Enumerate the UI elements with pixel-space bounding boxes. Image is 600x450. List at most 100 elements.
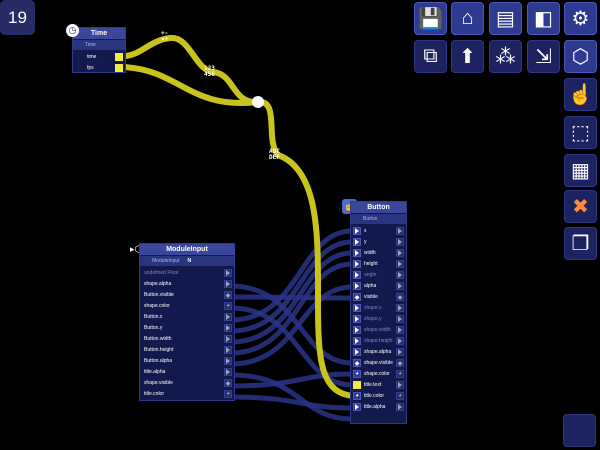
- port-label: shape.alpha: [364, 349, 392, 355]
- property-toggle[interactable]: [224, 335, 232, 343]
- input-port[interactable]: [353, 304, 361, 312]
- output-port[interactable]: [396, 326, 404, 334]
- input-port[interactable]: [353, 381, 361, 389]
- input-port[interactable]: [353, 260, 361, 268]
- input-port[interactable]: ◆: [353, 293, 361, 301]
- home-cube-button[interactable]: ⌂: [451, 2, 484, 35]
- module-node-title: ModuleInput: [140, 244, 234, 255]
- output-port[interactable]: ◕: [396, 392, 404, 400]
- property-toggle[interactable]: [224, 280, 232, 288]
- output-port[interactable]: [396, 348, 404, 356]
- home-cube-icon: ⌂: [461, 7, 474, 29]
- output-port[interactable]: ◕: [396, 370, 404, 378]
- time-node[interactable]: Time Time time fps: [72, 27, 126, 73]
- property-toggle[interactable]: [224, 357, 232, 365]
- output-port[interactable]: ◆: [396, 359, 404, 367]
- save-button[interactable]: 💾: [414, 2, 447, 35]
- output-port[interactable]: [396, 249, 404, 257]
- duplicate-cube-icon: ❐: [571, 233, 590, 255]
- output-port[interactable]: [396, 271, 404, 279]
- duplicate-cube-button[interactable]: ❐: [564, 227, 597, 260]
- grid-select-icon: ▦: [571, 160, 590, 182]
- input-port[interactable]: [353, 227, 361, 235]
- port-label: shape.color: [144, 303, 170, 309]
- port-label: width: [364, 250, 376, 256]
- layers-button[interactable]: ▤: [489, 2, 522, 35]
- input-port[interactable]: ◕: [353, 392, 361, 400]
- hand-pointer-button[interactable]: ☝: [564, 78, 597, 111]
- time-node-title: Time: [73, 28, 125, 39]
- fps-output-port[interactable]: [115, 64, 123, 72]
- output-port[interactable]: [396, 337, 404, 345]
- property-toggle[interactable]: ◕: [224, 390, 232, 398]
- grid-select-button[interactable]: ▦: [564, 154, 597, 187]
- input-port[interactable]: ◕: [353, 370, 361, 378]
- input-port[interactable]: [353, 282, 361, 290]
- wire-button-y: [230, 239, 353, 334]
- delete-cube-button[interactable]: ✖: [564, 190, 597, 223]
- output-port[interactable]: [396, 238, 404, 246]
- port-row: Button.visible◆: [140, 290, 234, 300]
- property-toggle[interactable]: ◆: [224, 379, 232, 387]
- port-label: title.alpha: [144, 369, 166, 375]
- cube-arrow-button[interactable]: ⇲: [527, 40, 560, 73]
- port-row: title.alpha: [351, 402, 406, 412]
- port-label: shape.visible: [364, 360, 393, 366]
- input-port[interactable]: [353, 249, 361, 257]
- module-input-node[interactable]: ModuleInput ModuleInput N undefined Floa…: [139, 243, 235, 401]
- output-port[interactable]: [396, 227, 404, 235]
- cube-up-button[interactable]: ⬆: [451, 40, 484, 73]
- port-label: title.color: [364, 393, 385, 399]
- output-port[interactable]: [396, 304, 404, 312]
- save-icon: 💾: [418, 8, 443, 30]
- wire-math-to-number: [167, 35, 216, 75]
- cube-split-button[interactable]: ◧: [527, 2, 560, 35]
- port-label: Button.x: [144, 314, 163, 320]
- dashed-select-button[interactable]: ⬚: [564, 116, 597, 149]
- cube-group-button[interactable]: ⧉: [414, 40, 447, 73]
- property-toggle[interactable]: ◕: [224, 302, 232, 310]
- output-port[interactable]: [396, 260, 404, 268]
- clock-icon: ◷: [66, 24, 79, 37]
- port-row: angle: [351, 270, 406, 280]
- property-toggle[interactable]: [224, 269, 232, 277]
- property-toggle[interactable]: ◆: [224, 291, 232, 299]
- property-toggle[interactable]: [224, 346, 232, 354]
- output-port[interactable]: [396, 403, 404, 411]
- wire-fps: [121, 64, 261, 107]
- cube-arrow-icon: ⇲: [535, 46, 552, 68]
- input-port[interactable]: [353, 315, 361, 323]
- wire-button-alpha: [230, 284, 353, 367]
- property-toggle[interactable]: [224, 313, 232, 321]
- gear-button[interactable]: ⚙: [564, 2, 597, 35]
- time-output-port[interactable]: [115, 53, 123, 61]
- cube-network-button[interactable]: ⁂: [489, 40, 522, 73]
- input-port[interactable]: [353, 403, 361, 411]
- port-row: shape.height: [351, 336, 406, 346]
- module-node-sub-badge: N: [187, 258, 192, 264]
- wire-title-alpha: [230, 372, 353, 422]
- port-row: Button.alpha: [140, 356, 234, 366]
- module-node-sub: ModuleInput N: [140, 256, 234, 266]
- input-port[interactable]: [353, 271, 361, 279]
- input-port[interactable]: [353, 337, 361, 345]
- output-port[interactable]: [396, 315, 404, 323]
- input-port[interactable]: [353, 348, 361, 356]
- input-port[interactable]: ◆: [353, 359, 361, 367]
- wire-number-to-junction: [210, 69, 261, 106]
- output-port[interactable]: [396, 282, 404, 290]
- port-row: height: [351, 259, 406, 269]
- layers-icon: ▤: [496, 8, 515, 30]
- bottom-right-button[interactable]: [563, 414, 596, 447]
- property-toggle[interactable]: [224, 324, 232, 332]
- output-port[interactable]: ◆: [396, 293, 404, 301]
- cube-button[interactable]: ⬡: [564, 40, 597, 73]
- output-port[interactable]: [396, 381, 404, 389]
- port-row: shape.visible◆: [140, 378, 234, 388]
- input-port[interactable]: [353, 326, 361, 334]
- input-port[interactable]: [353, 238, 361, 246]
- property-toggle[interactable]: [224, 368, 232, 376]
